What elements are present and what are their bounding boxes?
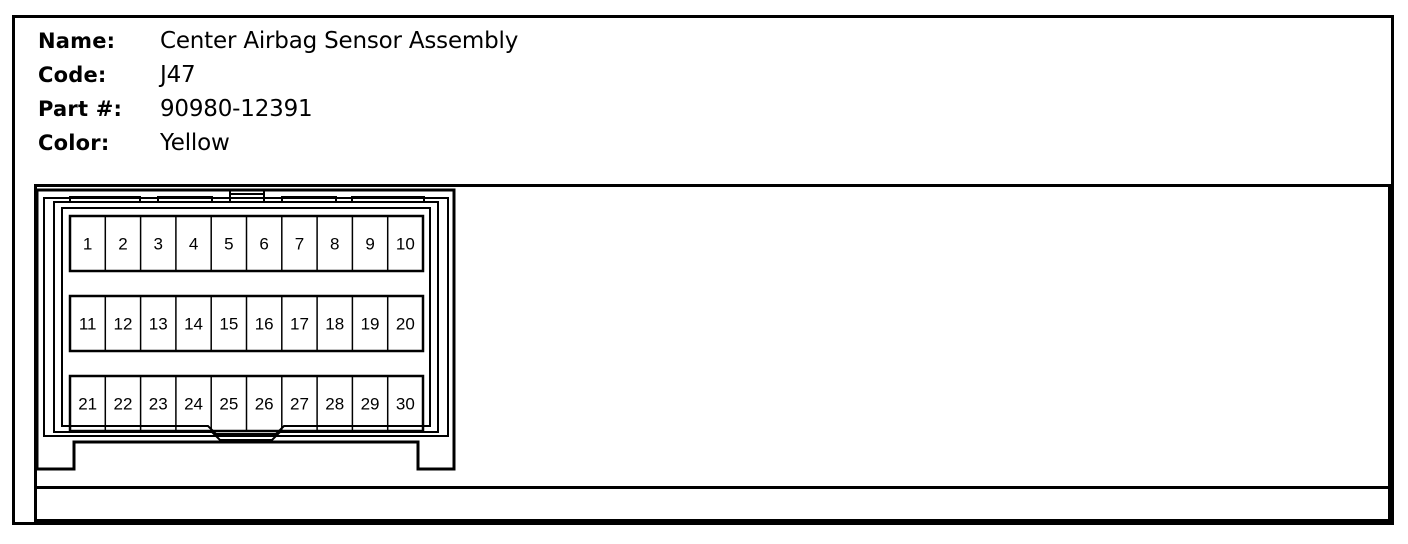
pin-22-label: 22 bbox=[113, 395, 132, 414]
name-label: Name: bbox=[38, 29, 116, 53]
pin-12-label: 12 bbox=[113, 315, 132, 334]
pin-7-label: 7 bbox=[295, 235, 304, 254]
connector-housing-outline bbox=[35, 188, 456, 471]
connector-card-frame bbox=[12, 15, 1394, 525]
pin-24-label: 24 bbox=[184, 395, 203, 414]
pin-26-label: 26 bbox=[255, 395, 274, 414]
pin-2-label: 2 bbox=[118, 235, 127, 254]
pin-30-label: 30 bbox=[396, 395, 415, 414]
pin-3-label: 3 bbox=[154, 235, 163, 254]
pin-13-label: 13 bbox=[149, 315, 168, 334]
pin-20-label: 20 bbox=[396, 315, 415, 334]
pin-28-label: 28 bbox=[325, 395, 344, 414]
pin-21-label: 21 bbox=[78, 395, 97, 414]
pin-18-label: 18 bbox=[325, 315, 344, 334]
info-row-part: Part #: 90980-12391 bbox=[38, 92, 518, 126]
pin-1-label: 1 bbox=[83, 235, 92, 254]
inner-right-border bbox=[1388, 184, 1391, 522]
connector-info: Name: Center Airbag Sensor Assembly Code… bbox=[38, 24, 518, 160]
header-divider bbox=[34, 184, 1393, 187]
pin-4-label: 4 bbox=[189, 235, 198, 254]
pin-10-label: 10 bbox=[396, 235, 415, 254]
pin-27-label: 27 bbox=[290, 395, 309, 414]
part-number-value: 90980-12391 bbox=[160, 96, 313, 122]
pin-14-label: 14 bbox=[184, 315, 203, 334]
pin-6-label: 6 bbox=[259, 235, 268, 254]
pin-29-label: 29 bbox=[361, 395, 380, 414]
info-row-name: Name: Center Airbag Sensor Assembly bbox=[38, 24, 518, 58]
pin-11-label: 11 bbox=[79, 315, 97, 334]
code-label: Code: bbox=[38, 63, 107, 87]
footer-divider-bottom bbox=[34, 519, 1393, 522]
name-value: Center Airbag Sensor Assembly bbox=[160, 28, 519, 54]
pin-19-label: 19 bbox=[361, 315, 380, 334]
info-row-code: Code: J47 bbox=[38, 58, 518, 92]
pin-15-label: 15 bbox=[219, 315, 238, 334]
pin-9-label: 9 bbox=[365, 235, 374, 254]
code-value: J47 bbox=[160, 62, 196, 88]
pin-25-label: 25 bbox=[219, 395, 238, 414]
pin-8-label: 8 bbox=[330, 235, 339, 254]
color-label: Color: bbox=[38, 131, 110, 155]
part-number-label: Part #: bbox=[38, 97, 123, 121]
pin-16-label: 16 bbox=[255, 315, 274, 334]
pin-5-label: 5 bbox=[224, 235, 233, 254]
footer-divider-top bbox=[34, 486, 1393, 489]
pin-23-label: 23 bbox=[149, 395, 168, 414]
pin-17-label: 17 bbox=[290, 315, 309, 334]
info-row-color: Color: Yellow bbox=[38, 126, 518, 160]
color-value: Yellow bbox=[160, 130, 230, 156]
